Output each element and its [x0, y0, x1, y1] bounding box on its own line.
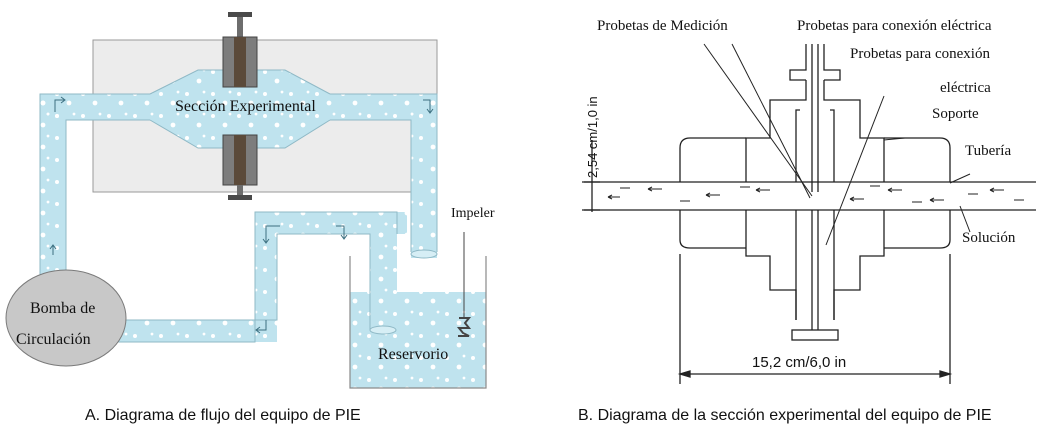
caption-a: A. Diagrama de flujo del equipo de PIE [85, 407, 361, 424]
electrode-top [222, 12, 258, 88]
caption-b: B. Diagrama de la sección experimental d… [578, 407, 992, 424]
solution-label: Solución [962, 230, 1016, 246]
flow-arrows [49, 96, 434, 334]
pump-label-line2: Circulación [16, 331, 91, 348]
impeller-label: Impeler [451, 206, 495, 221]
panel-a-flow-diagram [5, 12, 487, 389]
pipe-loop [39, 93, 438, 343]
width-dimension: 15,2 cm/6,0 in [752, 354, 846, 371]
experimental-section [149, 69, 331, 149]
support-label: Soporte [932, 106, 979, 122]
pump-label-line1: Bomba de [30, 300, 95, 317]
measure-probes-label: Probetas de Medición [597, 18, 728, 34]
conn-probes-label2-line2: eléctrica [940, 80, 991, 96]
impeller [456, 232, 472, 337]
tube-label: Tubería [965, 143, 1011, 159]
reservoir-label: Reservorio [378, 346, 448, 363]
height-dimension: 2,54 cm/1,0 in [585, 96, 600, 178]
panel-b-section-diagram [566, 43, 1038, 384]
conn-probes-label: Probetas para conexión eléctrica [797, 18, 992, 34]
section-label: Sección Experimental [175, 98, 316, 115]
electrode-bottom [222, 134, 258, 200]
circulation-pump [5, 269, 127, 367]
conn-probes-label2-line1: Probetas para conexión [850, 46, 990, 62]
schematic-border [566, 44, 1038, 384]
